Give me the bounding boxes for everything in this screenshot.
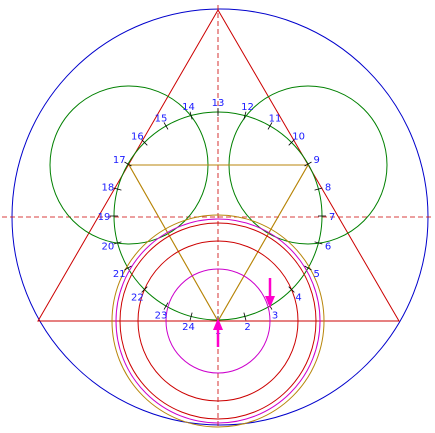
division-tick-2: [243, 312, 247, 321]
division-label-12: 12: [241, 102, 254, 113]
division-label-21: 21: [113, 269, 126, 280]
division-tick-21: [124, 265, 132, 271]
division-tick-14: [189, 111, 193, 120]
division-label-24: 24: [182, 322, 195, 333]
division-tick-8: [314, 187, 323, 191]
division-tick-10: [288, 139, 295, 146]
division-label-4: 4: [295, 293, 301, 304]
division-tick-15: [163, 122, 169, 130]
division-label-3: 3: [272, 311, 278, 322]
arrow-down-icon: [265, 278, 275, 308]
division-label-8: 8: [325, 182, 331, 193]
division-label-16: 16: [131, 131, 144, 142]
division-tick-18: [113, 187, 122, 191]
inner-line-right: [217, 164, 309, 322]
division-tick-22: [141, 286, 148, 293]
division-tick-20: [113, 241, 122, 245]
bottom-circle-brown-outer: [111, 214, 325, 428]
division-label-17: 17: [113, 155, 126, 166]
division-tick-4: [288, 286, 295, 293]
division-label-20: 20: [102, 242, 115, 253]
division-label-15: 15: [155, 113, 168, 124]
division-tick-9: [304, 161, 312, 167]
bottom-circle-magenta-outer: [115, 218, 321, 424]
bottom-circle-magenta-inner: [165, 268, 271, 374]
division-tick-23: [163, 302, 169, 310]
division-tick-11: [267, 122, 273, 130]
division-label-6: 6: [325, 242, 331, 253]
inner-triangle: [128, 164, 309, 323]
division-label-11: 11: [269, 113, 282, 124]
division-label-7: 7: [329, 212, 335, 223]
division-label-2: 2: [244, 322, 250, 333]
bottom-circle-red-outer: [119, 222, 317, 420]
division-label-10: 10: [292, 131, 305, 142]
division-label-19: 19: [98, 212, 111, 223]
division-label-18: 18: [102, 182, 115, 193]
division-label-22: 22: [131, 293, 144, 304]
division-tick-17: [124, 161, 132, 167]
division-label-5: 5: [314, 269, 320, 280]
division-label-13: 13: [212, 98, 225, 109]
arrow-up-icon: [213, 318, 223, 347]
division-ticks: [110, 108, 326, 324]
division-tick-16: [141, 139, 148, 146]
division-tick-5: [304, 265, 312, 271]
division-label-23: 23: [155, 311, 168, 322]
bottom-circle-red-mid: [137, 240, 299, 402]
division-label-14: 14: [182, 102, 195, 113]
inner-line-left: [128, 164, 219, 322]
division-label-9: 9: [314, 155, 320, 166]
division-labels: 123456789101112131415161718192021222324: [98, 98, 336, 337]
division-tick-24: [189, 312, 193, 321]
division-tick-6: [314, 241, 323, 245]
division-tick-12: [243, 111, 247, 120]
